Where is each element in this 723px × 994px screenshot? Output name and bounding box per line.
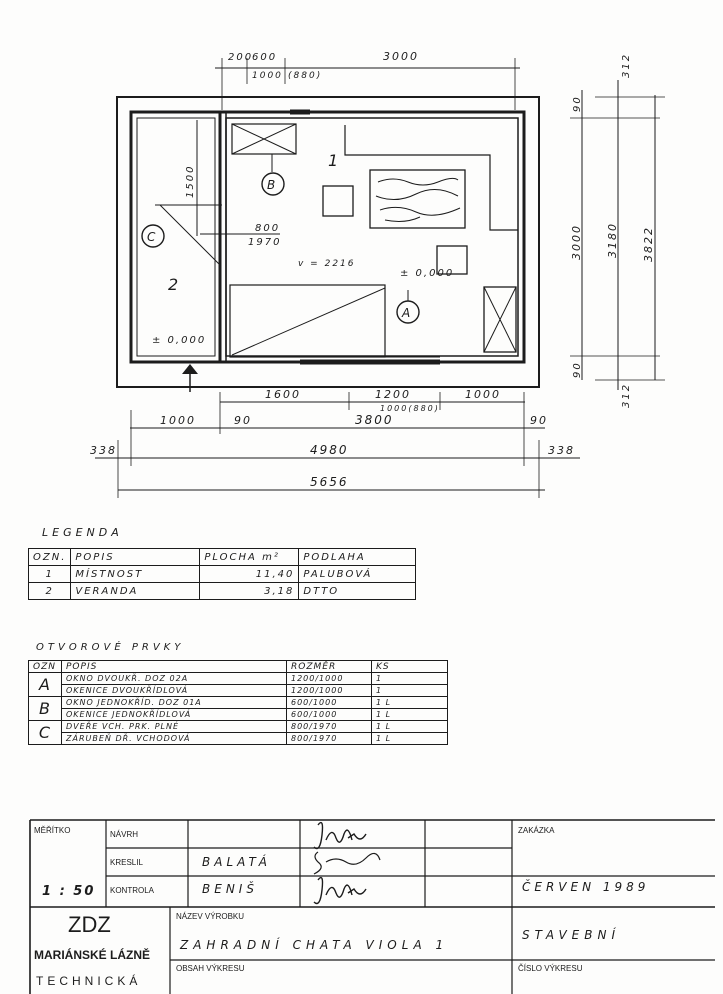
marker-b: B: [267, 178, 277, 192]
dim-bottom-5656: 5656: [310, 475, 349, 489]
scale-value: 1 : 50: [42, 884, 96, 899]
obsah-label: OBSAH VÝKRESU: [176, 964, 245, 973]
org-city: MARIÁNSKÉ LÁZNĚ: [34, 948, 150, 962]
door-width: 800: [255, 223, 280, 234]
bed-bottom: [229, 284, 386, 358]
room2-number: 2: [168, 275, 180, 294]
room2-level: ± 0,000: [152, 335, 206, 346]
openings-title: OTVOROVÉ PRVKY: [36, 642, 185, 653]
dim-right-3180: 3180: [606, 222, 619, 258]
dim-bottom-4980: 4980: [310, 443, 349, 457]
dim-bottom-1000-right: 1000: [465, 388, 501, 401]
kreslil-value: BALATÁ: [202, 855, 271, 869]
dim-top-880: (880): [288, 71, 322, 81]
dim-bottom-1000-left: 1000: [160, 414, 196, 427]
signature-navrh: [313, 821, 367, 850]
kreslil-label: KRESLIL: [110, 858, 143, 867]
dim-bottom-1200: 1200: [375, 388, 411, 401]
marker-a: A: [401, 306, 412, 320]
meritko-label: MĚŘÍTKO: [34, 826, 71, 835]
stool-1: [322, 185, 354, 217]
dim-bottom-3800: 3800: [355, 413, 394, 427]
bunk-top: [344, 125, 518, 231]
nazev-label: NÁZEV VÝROBKU: [176, 912, 245, 921]
dim-top-1000: 1000: [252, 71, 283, 81]
dim-1500: 1500: [185, 165, 196, 198]
room1-number: 1: [328, 151, 340, 170]
veranda-inner: [136, 117, 216, 357]
table-row: OKENICE JEDNOKŘÍDLOVÁ 600/1000 1 L: [29, 708, 448, 721]
dim-right-3000: 3000: [570, 224, 583, 260]
table-row: 1 MÍSTNOST 11,40 PALUBOVÁ: [27, 565, 416, 583]
signature-kontrola: [313, 876, 367, 905]
dim-top-200: 200: [228, 52, 253, 63]
dim-bottom-338-left: 338: [90, 444, 117, 457]
legend-table: OZN. POPIS PLOCHA m² PODLAHA 1 MÍSTNOST …: [27, 548, 416, 600]
dim-bottom-1000-880: 1000(880): [380, 404, 440, 413]
table-row: 2 VERANDA 3,18 DTTO: [27, 582, 416, 600]
org-short: ZDZ: [68, 912, 111, 937]
date-value: ČERVEN 1989: [522, 880, 650, 894]
dim-right-3822: 3822: [642, 226, 655, 262]
signature-kreslil: [313, 851, 381, 875]
zakazka-label: ZAKÁZKA: [518, 826, 555, 835]
kontrola-value: BENIŠ: [202, 882, 258, 896]
dim-bottom-90-left: 90: [234, 414, 252, 427]
cabinet: [483, 286, 517, 353]
volume-label: v = 2216: [298, 259, 356, 269]
dim-bottom-1600: 1600: [265, 388, 301, 401]
navrh-label: NÁVRH: [110, 830, 139, 839]
dim-right-312-top: 312: [621, 53, 632, 78]
legend-title: LEGENDA: [42, 526, 123, 539]
room1-level: ± 0,000: [400, 268, 454, 279]
table-row: ZÁRUBEŇ DŘ. VCHODOVÁ 800/1970 1 L: [29, 732, 448, 745]
dim-bottom-90-right: 90: [530, 414, 548, 427]
dim-top-600: 600: [252, 52, 277, 63]
dim-right-90-bottom: 90: [572, 361, 583, 378]
entrance-arrow: [182, 364, 198, 374]
stupen-value: STAVEBNÍ: [522, 928, 620, 942]
org-dept: TECHNICKÁ: [36, 974, 142, 988]
dim-bottom-338-right: 338: [548, 444, 575, 457]
dim-right-90-top: 90: [572, 95, 583, 112]
marker-c-circle: [141, 224, 165, 248]
table: [369, 169, 466, 229]
marker-c: C: [147, 230, 157, 244]
openings-table: OZN POPIS ROZMĚR KS A OKNO DVOUKŘ. DOZ 0…: [28, 660, 448, 745]
cislo-label: ČÍSLO VÝKRESU: [518, 964, 583, 973]
door-height: 1970: [248, 237, 281, 248]
kontrola-label: KONTROLA: [110, 886, 155, 895]
dim-right-312-bottom: 312: [621, 383, 632, 408]
marker-b-circle: [261, 172, 285, 196]
dim-top-3000: 3000: [383, 50, 419, 63]
wardrobe: [231, 123, 297, 155]
stool-2: [436, 245, 468, 275]
plinth-outline: [116, 96, 540, 388]
nazev-value: ZAHRADNÍ CHATA VIOLA 1: [180, 938, 449, 952]
